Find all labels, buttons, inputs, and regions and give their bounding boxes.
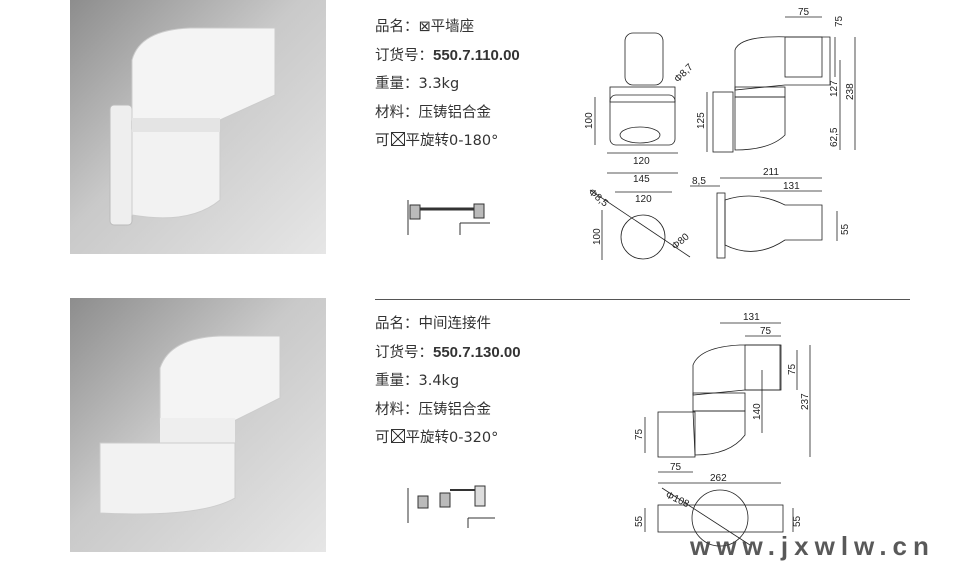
rotation-prefix: 可 (375, 430, 390, 446)
order-number: 550.7.130.00 (433, 343, 521, 361)
product-photo-wall-base (70, 0, 326, 254)
dim-label: 75 (760, 326, 772, 337)
weight-label: 重量： (375, 373, 419, 389)
weight-label: 重量： (375, 76, 419, 92)
watermark: www.jxwlw.cn (690, 531, 935, 561)
rotation-value: 平旋转0-180° (405, 133, 499, 149)
product-name: 中间连接件 (418, 316, 492, 332)
order-label: 订货号： (375, 344, 433, 361)
dim-label: 131 (743, 312, 760, 323)
weight-value: 3.3kg (418, 76, 460, 92)
wall-base-render (109, 27, 276, 226)
dim-label: 55 (840, 223, 851, 235)
order-row: 订货号：550.7.130.00 (375, 339, 521, 368)
dim-label: 8,5 (692, 176, 706, 187)
missing-glyph-icon (390, 132, 405, 146)
dim-label: 211 (763, 167, 779, 178)
name-label: 品名： (375, 19, 419, 35)
dim-label: 237 (800, 393, 811, 410)
name-row: 品名：中间连接件 (375, 310, 521, 339)
dim-label: 120 (635, 194, 652, 205)
dim-label: 55 (634, 515, 645, 527)
weight-row: 重量：3.4kg (375, 367, 521, 396)
dim-label: 140 (752, 403, 763, 420)
product-spec-2: 品名：中间连接件 订货号：550.7.130.00 重量：3.4kg 材料：压铸… (375, 310, 521, 453)
dim-label: Φ108 (664, 490, 691, 511)
order-row: 订货号：550.7.110.00 (375, 42, 520, 71)
dim-label: 127 (829, 80, 840, 97)
rotation-row: 可平旋转0-180° (375, 127, 520, 156)
dim-label: 120 (633, 156, 650, 167)
dim-label: 238 (845, 83, 856, 100)
material-label: 材料： (375, 104, 419, 121)
dim-label: Φ80 (670, 231, 692, 252)
weight-row: 重量：3.3kg (375, 70, 520, 99)
product-name: ⊠平墙座 (418, 19, 475, 35)
dim-label: 125 (696, 112, 707, 129)
rotation-prefix: 可 (375, 133, 390, 149)
mounting-schematic-1 (407, 200, 490, 235)
dim-label: 75 (634, 428, 645, 440)
mounting-schematic-2 (407, 485, 495, 528)
dim-label: 145 (633, 174, 650, 185)
product-photo-middle-connector (70, 298, 326, 552)
name-label: 品名： (375, 316, 419, 332)
order-label: 订货号： (375, 47, 433, 64)
dim-label: Φ8,5 (586, 187, 610, 210)
material-label: 材料： (375, 401, 419, 418)
dim-label: 131 (783, 181, 800, 192)
dim-label: Φ8,7 (672, 62, 696, 86)
missing-glyph-icon (390, 429, 405, 443)
rotation-value: 平旋转0-320° (405, 430, 499, 446)
weight-value: 3.4kg (418, 373, 460, 389)
product-spec-1: 品名：⊠平墙座 订货号：550.7.110.00 重量：3.3kg 材料：压铸铝… (375, 13, 520, 156)
dim-label: 100 (584, 112, 595, 129)
technical-drawing-wall-base: 75 75 Φ8,7 100 125 127 238 62,5 120 145 … (584, 7, 856, 260)
material-value: 压铸铝合金 (418, 401, 492, 418)
dim-label: 75 (670, 462, 682, 473)
rotation-row: 可平旋转0-320° (375, 424, 521, 453)
dim-label: 75 (834, 15, 845, 27)
material-row: 材料：压铸铝合金 (375, 99, 520, 128)
technical-drawing-middle-connector: 131 75 75 237 140 75 75 262 Φ108 55 55 (634, 312, 811, 547)
dim-label: 62,5 (829, 127, 840, 147)
dim-label: 262 (710, 473, 727, 484)
dim-label: 75 (798, 7, 810, 18)
name-row: 品名：⊠平墙座 (375, 13, 520, 42)
material-row: 材料：压铸铝合金 (375, 396, 521, 425)
middle-connector-render (99, 335, 281, 515)
material-value: 压铸铝合金 (418, 104, 492, 121)
order-number: 550.7.110.00 (433, 46, 520, 64)
dim-label: 75 (787, 363, 798, 375)
dim-label: 100 (592, 228, 603, 245)
dim-label: 55 (792, 515, 803, 527)
section-divider (375, 299, 910, 300)
